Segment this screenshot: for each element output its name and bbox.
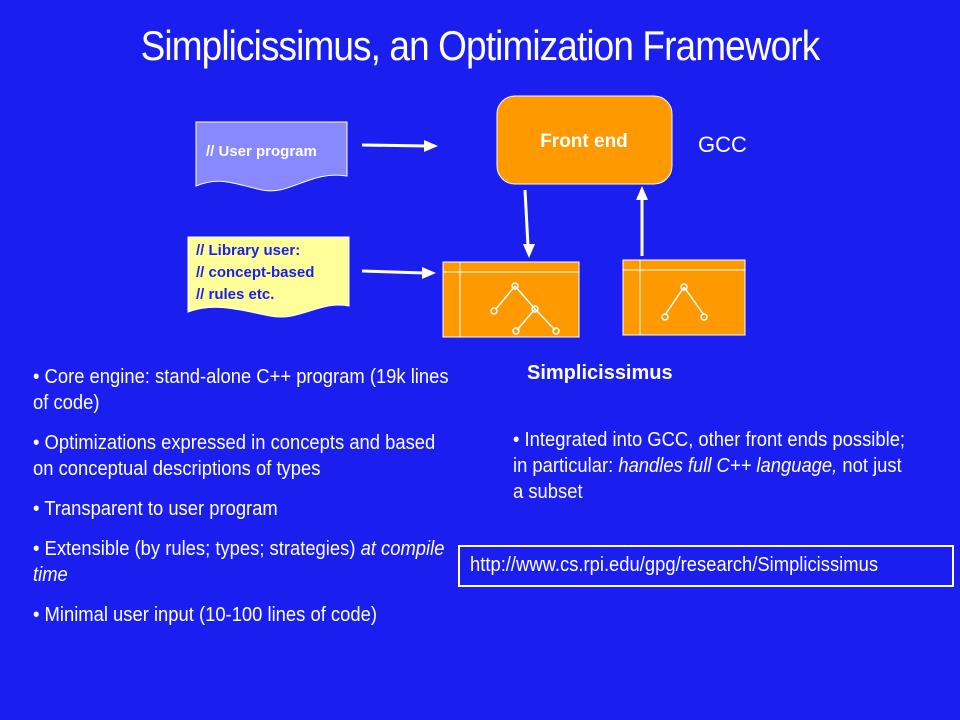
library-user-line-2: // concept-based [196,264,314,281]
integration-note: • Integrated into GCC, other front ends … [513,427,943,519]
slide-title: Simplicissimus, an Optimization Framewor… [140,22,821,69]
bullet-core-engine: • Core engine: stand-alone C++ program (… [33,366,449,414]
bullet-integrated-emphasis: handles full C++ language, [618,455,838,477]
bullet-extensible: • Extensible (by rules; types; strategie… [33,536,456,588]
library-user-line-1: // Library user: [196,242,300,259]
tree-icon [661,283,708,321]
bullet-optimizations: • Optimizations expressed in concepts an… [33,432,436,480]
bullet-extensible-text: • Extensible (by rules; types; strategie… [33,538,361,560]
bullet-minimal-input: • Minimal user input (10-100 lines of co… [33,604,377,626]
arrow-frontend-to-tree [523,189,535,258]
feature-list: • Core engine: stand-alone C++ program (… [33,364,453,642]
gcc-label: GCC [698,132,747,157]
library-user-document: // Library user: // concept-based // rul… [187,236,350,318]
user-program-document: // User program [195,121,348,192]
bullet-integrated: • Integrated into GCC, other front ends … [513,427,909,505]
bullet-transparent: • Transparent to user program [33,498,278,520]
bullet-integrated-part2: not just a subset [513,455,902,503]
arrow-library-to-tree [361,267,436,279]
bullet-integrated-part1: • Integrated into GCC, other front ends … [513,429,906,477]
ast-box-right [622,259,746,336]
user-program-text: // User program [206,143,317,160]
bullet-extensible-emphasis: at compile time [33,538,445,586]
front-end-label: Front end [540,131,628,152]
arrow-tree-to-frontend [636,186,648,256]
tree-icon [490,282,560,335]
library-user-line-3: // rules etc. [196,286,274,303]
ast-box-left [442,261,580,338]
front-end-box: Front end [496,95,673,185]
project-url-link[interactable]: http://www.cs.rpi.edu/gpg/research/Simpl… [470,554,879,576]
url-box[interactable]: http://www.cs.rpi.edu/gpg/research/Simpl… [458,545,954,587]
simplicissimus-label: Simplicissimus [527,362,673,384]
arrow-user-to-frontend [361,140,438,152]
